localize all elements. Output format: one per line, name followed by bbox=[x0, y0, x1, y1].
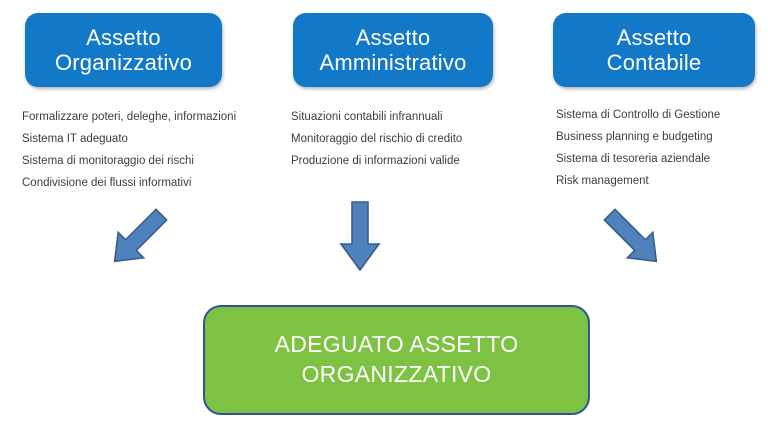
arrow-down-icon bbox=[325, 200, 395, 272]
header-box-contabile-line1: Assetto bbox=[616, 24, 692, 50]
result-box-line2: ORGANIZZATIVO bbox=[301, 361, 492, 387]
list-contabile: Sistema di Controllo di Gestione Busines… bbox=[556, 109, 721, 198]
arrow-down-right-icon bbox=[103, 203, 173, 273]
header-box-organizzativo-text: Assetto Organizzativo bbox=[55, 25, 192, 76]
header-box-amministrativo-line2: Amministrativo bbox=[319, 50, 467, 75]
list-item: Sistema di monitoraggio dei rischi bbox=[22, 155, 194, 167]
header-box-amministrativo: Assetto Amministrativo bbox=[293, 13, 493, 87]
list-organizzativo: Formalizzare poteri, deleghe, informazio… bbox=[22, 111, 237, 200]
list-item: Risk management bbox=[556, 175, 649, 187]
header-box-contabile: Assetto Contabile bbox=[553, 13, 755, 87]
header-box-amministrativo-line1: Assetto bbox=[355, 24, 431, 50]
result-box-text: ADEGUATO ASSETTO ORGANIZZATIVO bbox=[275, 330, 519, 390]
list-item: Formalizzare poteri, deleghe, informazio… bbox=[22, 111, 237, 123]
list-item: Sistema IT adeguato bbox=[22, 133, 128, 145]
result-box-line1: ADEGUATO ASSETTO bbox=[274, 331, 519, 358]
list-item: Situazioni contabili infrannuali bbox=[291, 111, 443, 123]
list-item: Sistema di tesoreria aziendale bbox=[556, 153, 711, 165]
arrow-down-left-icon bbox=[598, 203, 668, 273]
header-box-contabile-text: Assetto Contabile bbox=[607, 25, 702, 76]
list-item: Business planning e budgeting bbox=[556, 131, 713, 143]
header-box-amministrativo-text: Assetto Amministrativo bbox=[319, 25, 466, 76]
header-box-organizzativo-line1: Assetto bbox=[86, 24, 161, 50]
list-item: Sistema di Controllo di Gestione bbox=[556, 109, 721, 121]
list-item: Condivisione dei flussi informativi bbox=[22, 177, 192, 189]
list-item: Produzione di informazioni valide bbox=[291, 155, 460, 167]
result-box: ADEGUATO ASSETTO ORGANIZZATIVO bbox=[203, 305, 590, 415]
header-box-contabile-line2: Contabile bbox=[606, 50, 702, 75]
header-box-organizzativo: Assetto Organizzativo bbox=[25, 13, 222, 87]
list-item: Monitoraggio del rischio di credito bbox=[291, 133, 463, 145]
header-box-organizzativo-line2: Organizzativo bbox=[54, 50, 193, 75]
list-amministrativo: Situazioni contabili infrannuali Monitor… bbox=[291, 111, 463, 178]
